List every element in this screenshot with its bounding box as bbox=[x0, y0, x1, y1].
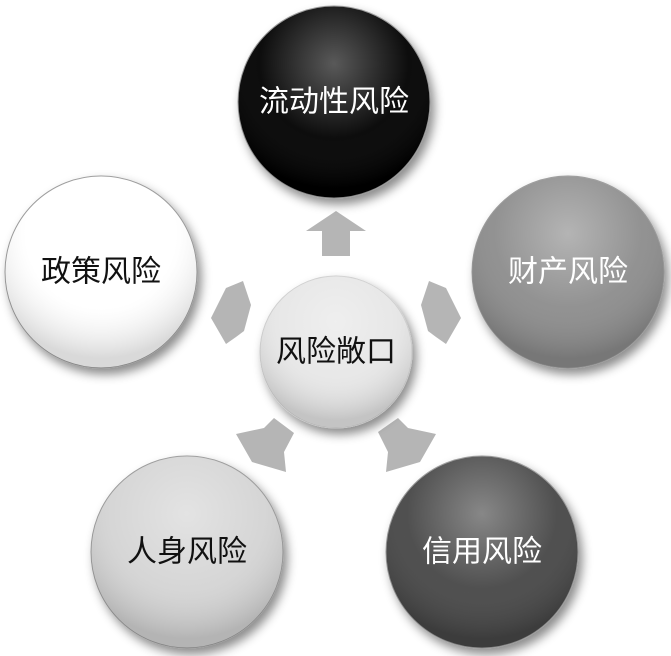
node-credit: 信用风险 bbox=[385, 455, 579, 649]
node-label-credit: 信用风险 bbox=[422, 535, 542, 570]
arrow-to-personal bbox=[236, 418, 294, 472]
center-node: 风险敞口 bbox=[259, 275, 413, 429]
node-property: 财产风险 bbox=[471, 175, 665, 369]
node-label-property: 财产风险 bbox=[508, 255, 628, 290]
node-label-policy: 政策风险 bbox=[41, 255, 161, 290]
node-label-liquidity: 流动性风险 bbox=[259, 85, 409, 120]
node-personal: 人身风险 bbox=[90, 455, 284, 649]
arrows-group bbox=[211, 211, 461, 472]
arrow-to-credit bbox=[378, 418, 436, 472]
node-label-personal: 人身风险 bbox=[127, 535, 247, 570]
center-label: 风险敞口 bbox=[276, 335, 396, 370]
arrow-to-policy bbox=[211, 281, 251, 344]
node-liquidity: 流动性风险 bbox=[237, 5, 431, 199]
arrow-to-property bbox=[421, 281, 461, 344]
node-policy: 政策风险 bbox=[4, 175, 198, 369]
arrow-to-liquidity bbox=[306, 211, 366, 256]
